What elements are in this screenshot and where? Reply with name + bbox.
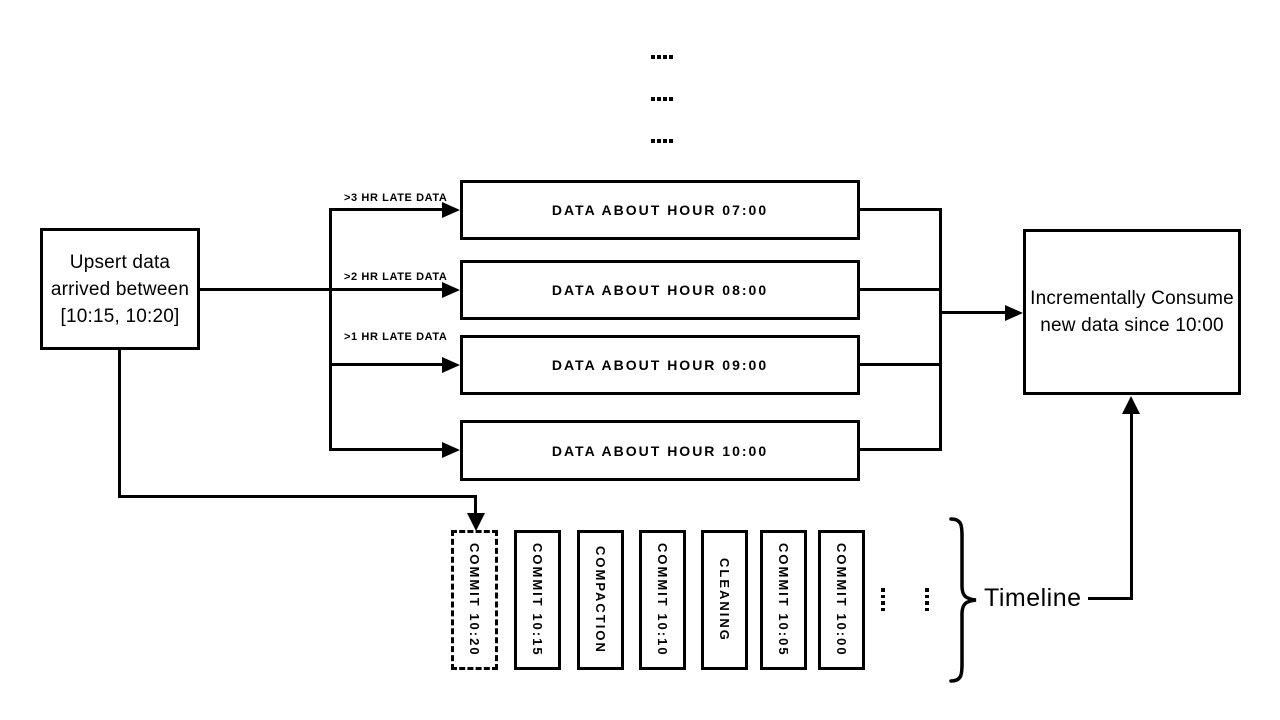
upsert-data-line: arrived between [50, 278, 190, 300]
timeline-commit-box: COMMIT 10:10 [639, 530, 686, 670]
flow-line [118, 495, 477, 498]
consume-line: Incrementally Consume [1030, 288, 1234, 309]
commit-label: COMMIT 10:15 [530, 543, 545, 657]
flow-line [118, 349, 121, 498]
timeline-ellipsis-icon [925, 588, 929, 611]
late-data-label: >3 HR LATE DATA [344, 192, 448, 204]
arrowhead-right-icon [442, 357, 460, 373]
flow-line [857, 363, 942, 366]
commit-label: COMMIT 10:20 [467, 543, 482, 657]
flow-line [1088, 597, 1133, 600]
flow-line [329, 363, 444, 366]
flow-line [939, 311, 1007, 314]
flow-line [857, 448, 942, 451]
commit-label: COMMIT 10:05 [776, 543, 791, 657]
flow-line [857, 208, 942, 211]
upsert-data-line: [10:15, 10:20] [60, 305, 180, 327]
commit-label: COMMIT 10:00 [834, 543, 849, 657]
flow-line [329, 208, 332, 451]
timeline-ellipsis-icon [881, 588, 885, 611]
arrowhead-right-icon [442, 442, 460, 458]
commit-label: COMPACTION [593, 546, 608, 654]
arrowhead-right-icon [442, 202, 460, 218]
flow-line [939, 208, 942, 451]
arrowhead-right-icon [1005, 305, 1023, 321]
timeline-commit-box: COMMIT 10:20 [451, 530, 498, 670]
curly-brace-icon [949, 517, 977, 683]
timeline-commit-box: COMMIT 10:15 [514, 530, 561, 670]
timeline-commit-box: COMMIT 10:00 [818, 530, 865, 670]
timeline-label: Timeline [984, 584, 1082, 612]
consume-line: new data since 10:00 [1040, 315, 1224, 336]
data-hour-box: DATA ABOUT HOUR 09:00 [460, 335, 860, 395]
arrowhead-right-icon [442, 282, 460, 298]
commit-label: COMMIT 10:10 [655, 543, 670, 657]
flow-line [1130, 413, 1133, 600]
continuation-dots-row [651, 55, 673, 59]
late-data-label: >1 HR LATE DATA [344, 331, 448, 343]
data-hour-box: DATA ABOUT HOUR 10:00 [460, 420, 860, 481]
timeline-commit-box: COMMIT 10:05 [760, 530, 807, 670]
incremental-consume-box: Incrementally Consume new data since 10:… [1023, 229, 1241, 395]
upsert-data-line: Upsert data [69, 251, 171, 273]
flow-line [329, 448, 444, 451]
data-hour-box: DATA ABOUT HOUR 08:00 [460, 260, 860, 320]
arrowhead-down-icon [467, 513, 485, 531]
continuation-dots-row [651, 97, 673, 101]
flow-line [198, 288, 330, 291]
flow-line [329, 288, 444, 291]
data-hour-label: DATA ABOUT HOUR 08:00 [551, 282, 769, 298]
data-hour-label: DATA ABOUT HOUR 07:00 [551, 202, 769, 218]
data-hour-label: DATA ABOUT HOUR 10:00 [551, 442, 769, 459]
continuation-dots-row [651, 139, 673, 143]
commit-label: CLEANING [717, 558, 732, 642]
flow-line [857, 288, 942, 291]
flow-line [329, 208, 444, 211]
late-data-label: >2 HR LATE DATA [344, 271, 448, 283]
upsert-data-box: Upsert data arrived between [10:15, 10:2… [40, 228, 200, 350]
arrowhead-up-icon [1122, 396, 1140, 414]
timeline-commit-box: COMPACTION [577, 530, 624, 670]
timeline-commit-box: CLEANING [701, 530, 748, 670]
data-hour-label: DATA ABOUT HOUR 09:00 [551, 357, 769, 373]
flow-line [474, 495, 477, 514]
data-hour-box: DATA ABOUT HOUR 07:00 [460, 180, 860, 240]
